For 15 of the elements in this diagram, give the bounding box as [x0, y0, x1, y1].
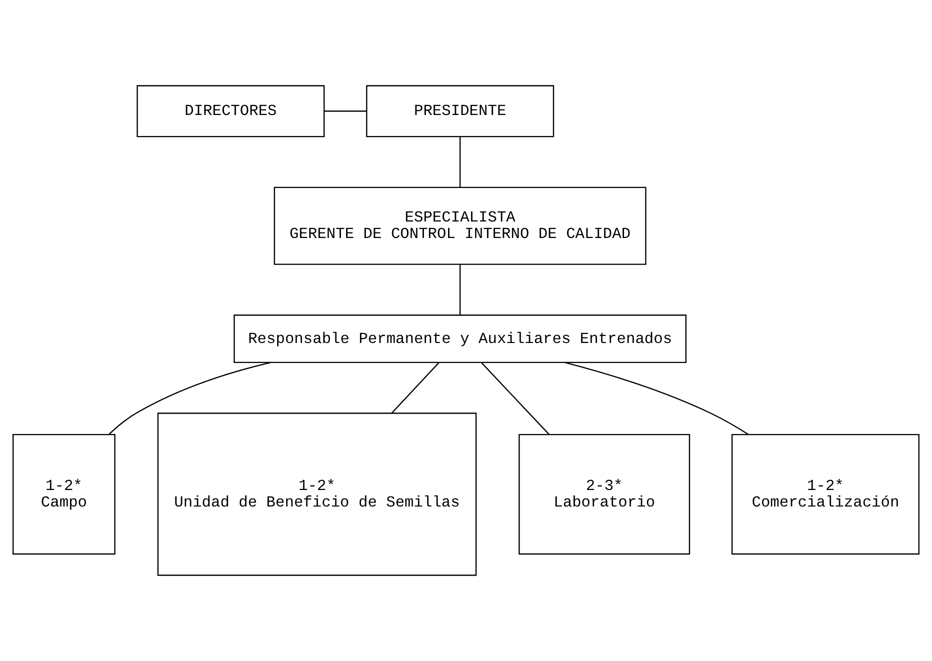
connector [324, 110, 366, 112]
connector [108, 362, 272, 435]
node-box: PRESIDENTE [366, 85, 554, 138]
node-box: ESPECIALISTA GERENTE DE CONTROL INTERNO DE CALIDAD [274, 186, 646, 265]
node-box: 1-2* Unidad de Beneficio de Semillas [157, 412, 477, 576]
connector [391, 362, 440, 414]
node-box: DIRECTORES [136, 85, 325, 138]
node-box: 2-3* Laboratorio [518, 434, 690, 555]
node-box: Responsable Permanente y Auxiliares Entrenados [234, 314, 687, 364]
connector [460, 136, 461, 188]
connector [564, 362, 749, 435]
node-box: 1-2* Campo [12, 434, 116, 555]
connector [480, 362, 550, 435]
node-box: 1-2* Comercialización [731, 434, 920, 555]
connector [460, 264, 461, 316]
